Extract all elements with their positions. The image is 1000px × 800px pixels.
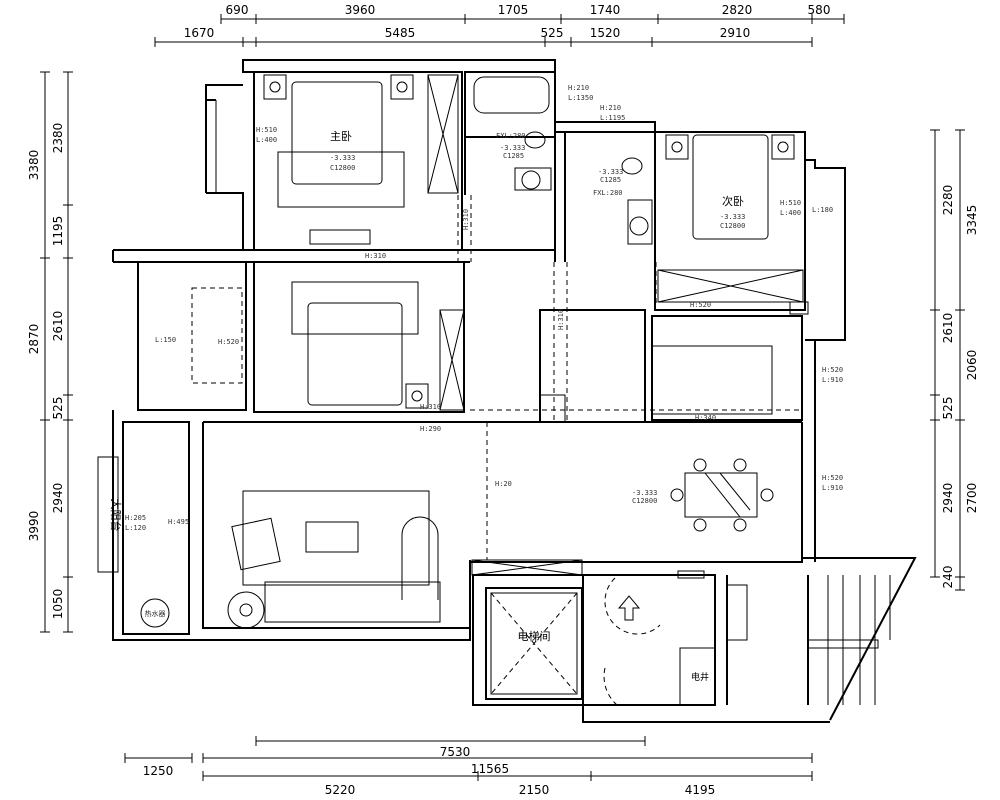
- dim-bottom-4195: 4195: [685, 783, 716, 797]
- label: L:1350: [568, 94, 593, 102]
- dim-right-525: 525: [941, 397, 955, 420]
- label: L:180: [812, 206, 833, 214]
- dim-right-2060: 2060: [965, 350, 979, 381]
- label: C1285: [600, 176, 621, 184]
- label: H:310: [557, 309, 565, 330]
- label: H:205: [125, 514, 146, 522]
- dim-top-1740: 1740: [590, 3, 621, 17]
- label: H:310: [420, 403, 441, 411]
- label: H:310: [462, 209, 470, 230]
- label: H:520: [822, 474, 843, 482]
- label: H:520: [690, 301, 711, 309]
- label: H:495: [168, 518, 189, 526]
- right-dimensions: [930, 129, 965, 591]
- dim-top-525: 525: [541, 26, 564, 40]
- room-label-elevator-hall: 电梯间: [518, 630, 551, 643]
- dim-right-2610: 2610: [941, 313, 955, 344]
- dim-right-3345: 3345: [965, 205, 979, 236]
- label: H:520: [218, 338, 239, 346]
- dim-left-2940: 2940: [51, 483, 65, 514]
- dim-right-2280: 2280: [941, 185, 955, 216]
- dim-top-2910: 2910: [720, 26, 751, 40]
- label: L:910: [822, 376, 843, 384]
- dim-left-2380: 2380: [51, 123, 65, 154]
- label: FXL:280: [593, 189, 623, 197]
- label: H:520: [822, 366, 843, 374]
- label: L:120: [125, 524, 146, 532]
- dim-right-240: 240: [941, 566, 955, 589]
- dim-bottom-11565: 11565: [471, 762, 509, 776]
- dim-right-2700: 2700: [965, 483, 979, 514]
- dim-left-1195: 1195: [51, 216, 65, 247]
- label: H:210: [600, 104, 621, 112]
- dim-bottom-7530: 7530: [440, 745, 471, 759]
- dim-left-3990: 3990: [27, 511, 41, 542]
- dim-bottom-2150: 2150: [519, 783, 550, 797]
- dim-top-690: 690: [226, 3, 249, 17]
- label: H:340: [695, 414, 716, 422]
- dim-left-525: 525: [51, 397, 65, 420]
- label: -3.333: [330, 154, 355, 162]
- label: H:310: [365, 252, 386, 260]
- dim-top-2820: 2820: [722, 3, 753, 17]
- room-label-master-bedroom: 主卧: [330, 130, 352, 143]
- label: L:400: [780, 209, 801, 217]
- bottom-dimensions: [124, 736, 813, 781]
- label: -3.333: [598, 168, 623, 176]
- label: -3.333: [500, 144, 525, 152]
- label: FXL:280: [496, 132, 526, 140]
- dim-top-3960: 3960: [345, 3, 376, 17]
- water-heater-label: 热水器: [145, 609, 166, 618]
- dim-left-3380: 3380: [27, 150, 41, 181]
- label: C12800: [632, 497, 657, 505]
- dim-top-1520: 1520: [590, 26, 621, 40]
- label: H:290: [420, 425, 441, 433]
- dim-top-1670: 1670: [184, 26, 215, 40]
- dim-bottom-5220: 5220: [325, 783, 356, 797]
- label: L:910: [822, 484, 843, 492]
- label: C12800: [720, 222, 745, 230]
- label: C1285: [503, 152, 524, 160]
- walls: [112, 59, 917, 723]
- dim-top-1705: 1705: [498, 3, 529, 17]
- room-label-second-bedroom: 次卧: [722, 194, 744, 208]
- dim-top-5485: 5485: [385, 26, 416, 40]
- dim-left-2610: 2610: [51, 311, 65, 342]
- dim-left-1050: 1050: [51, 589, 65, 620]
- room-label-balcony: 大阳台: [109, 499, 123, 532]
- furniture: [97, 74, 809, 706]
- dim-left-2870: 2870: [27, 324, 41, 355]
- dim-top-580: 580: [808, 3, 831, 17]
- top-dimensions: [154, 14, 845, 47]
- dim-bottom-1250: 1250: [143, 764, 174, 778]
- label: -3.333: [720, 213, 745, 221]
- label: L:400: [256, 136, 277, 144]
- label: L:1195: [600, 114, 625, 122]
- label: C12800: [330, 164, 355, 172]
- dim-right-2940: 2940: [941, 483, 955, 514]
- label: H:210: [568, 84, 589, 92]
- annotations: H:510 L:400 H:210 L:1350 H:210 L:1195 FX…: [125, 84, 843, 532]
- label: -3.333: [632, 489, 657, 497]
- left-dimensions: [40, 71, 73, 633]
- label: H:510: [256, 126, 277, 134]
- label: H:20: [495, 480, 512, 488]
- room-label-electrical-shaft: 电井: [691, 671, 709, 683]
- label: L:150: [155, 336, 176, 344]
- label: H:510: [780, 199, 801, 207]
